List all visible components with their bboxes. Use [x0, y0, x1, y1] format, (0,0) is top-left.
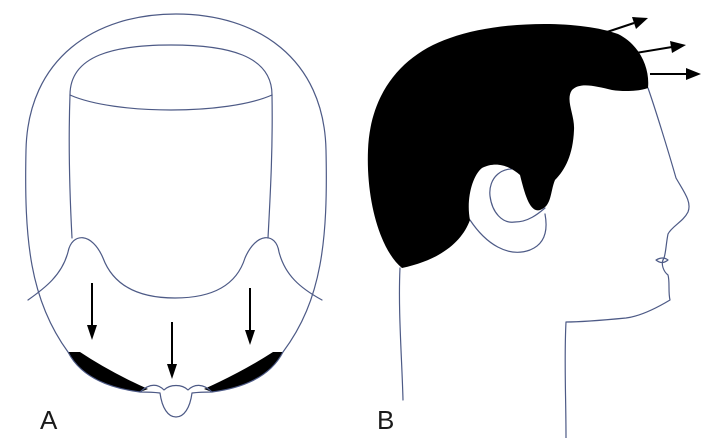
crown-front-edge: [70, 95, 272, 110]
panel-label-a: A: [40, 407, 57, 433]
arrow-a-right-head: [245, 330, 255, 345]
hair-patch-left: [68, 352, 148, 392]
arrow-b-top-head: [632, 17, 648, 29]
hair-patch-right: [204, 352, 283, 392]
arrow-b-middle-head: [670, 41, 686, 53]
jaw-line: [470, 214, 546, 252]
face-profile: [565, 88, 689, 438]
panel-b-side-view: [368, 17, 701, 438]
panel-label-b: B: [377, 407, 394, 433]
hairline-zone: [28, 238, 322, 300]
hair-mass: [368, 24, 648, 268]
neck-back: [399, 268, 403, 400]
crown-side-right: [268, 95, 272, 238]
arrow-b-bottom-head: [686, 68, 701, 80]
arrow-a-left-head: [87, 325, 97, 340]
crown-outline: [70, 45, 272, 95]
arrow-a-center-head: [167, 364, 177, 379]
panel-a-top-view: [26, 14, 327, 417]
nape-line: [140, 385, 212, 392]
crown-side-left: [69, 95, 72, 238]
